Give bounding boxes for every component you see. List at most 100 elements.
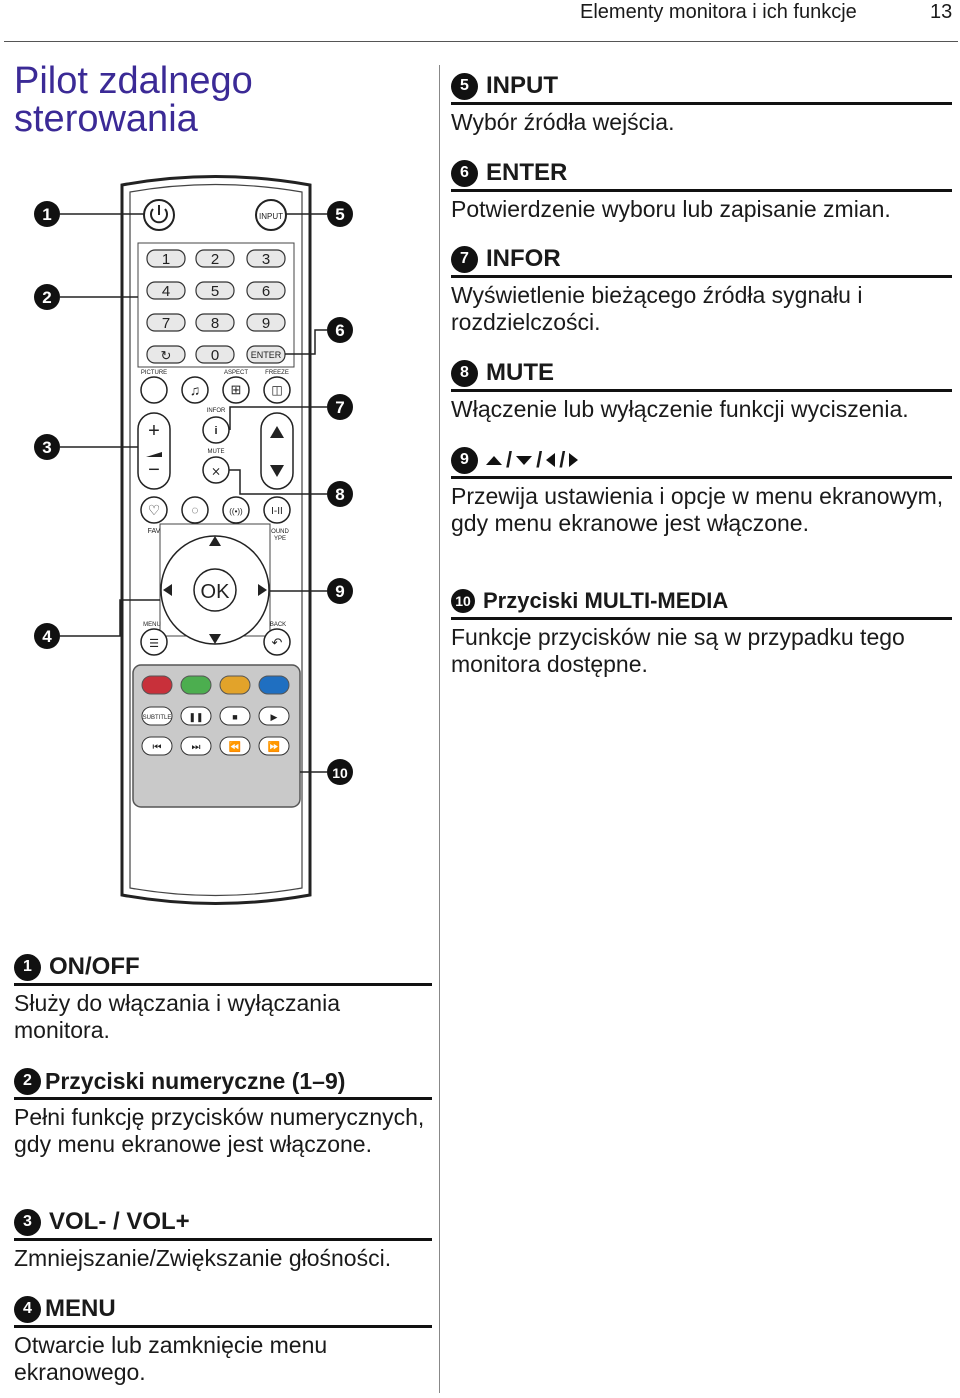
zero-button [195, 345, 235, 364]
number-button [146, 313, 186, 332]
ok-button-label: OK [201, 581, 231, 603]
sound-type-label: YPE [274, 536, 286, 542]
dpad-up-icon [209, 536, 221, 546]
section-title: INPUT [486, 72, 558, 99]
number-button [246, 313, 286, 332]
number-button [195, 281, 235, 300]
callout-badge: 5 [451, 72, 478, 100]
back-icon: ↶ [272, 635, 283, 650]
zero-button-label: 0 [211, 347, 219, 364]
up-arrow-icon [486, 455, 502, 465]
fav-label: FAV [148, 528, 161, 535]
section-rule [451, 102, 952, 105]
section-body: Służy do włączania i wyłączania monitora… [14, 990, 340, 1043]
menu-button [140, 628, 168, 656]
callout-marker [327, 759, 353, 785]
number-button [146, 281, 186, 300]
back-button [263, 628, 291, 656]
timer-icon: ◌ [191, 503, 198, 517]
rewind-icon: ⏪ [229, 740, 241, 753]
section-body: Pełni funkcję przycisków numerycznych, g… [14, 1104, 425, 1157]
section-body: Przewija ustawienia i opcje w menu ekran… [451, 483, 944, 536]
subtitle-button [141, 706, 173, 726]
section-title: MENU [45, 1295, 116, 1322]
section-rule [451, 389, 952, 392]
section-rule [14, 1325, 432, 1328]
section-rule [451, 275, 952, 278]
callout-leader-line [229, 406, 327, 430]
stop-button [219, 706, 251, 726]
yellow-button [219, 675, 251, 695]
previous-icon: ⏮ [153, 742, 162, 753]
sleep-button [181, 496, 209, 524]
subtitle-label: SUBTITLE [143, 715, 172, 721]
aspect-label: ASPECT [224, 370, 248, 376]
section-title: Przyciski MULTI-MEDIA [483, 588, 729, 613]
left-arrow-icon [546, 453, 556, 467]
picture-label: PICTURE [141, 370, 167, 376]
enter-button-label: ENTER [251, 350, 282, 360]
dpad-down-icon [209, 634, 221, 644]
mute-icon: ⨯ [211, 464, 221, 478]
stop-icon: ■ [232, 712, 237, 722]
section-title: INFOR [486, 245, 561, 272]
number-button-label: 3 [262, 251, 270, 268]
callout-marker [327, 201, 353, 227]
section-mute: 8 MUTE Włączenie lub wyłączenie funkcji w… [451, 357, 952, 423]
freeze-button [263, 376, 291, 404]
green-button [180, 675, 212, 695]
section-rule [451, 189, 952, 192]
page-title: Pilot zdalnego sterowania [14, 60, 253, 140]
callout-leader-line [229, 469, 327, 495]
fast-forward-icon: ⏩ [268, 740, 280, 753]
dpad-right-icon [258, 584, 267, 596]
number-button-label: 8 [211, 315, 219, 332]
section-body: Otwarcie lub zamknięcie menu ekranowego. [14, 1332, 328, 1385]
volume-rocker [137, 412, 171, 490]
recall-icon: ↻ [161, 348, 172, 363]
section-title: Przyciski numeryczne (1–9) [45, 1068, 346, 1094]
section-body: Potwierdzenie wyboru lub zapisanie zmian… [451, 196, 891, 222]
section-body: Włączenie lub wyłączenie funkcji wycisze… [451, 396, 909, 422]
right-arrow-icon [569, 453, 579, 467]
sound-button [263, 496, 291, 524]
chapter-title: Elementy monitora i ich funkcje [580, 1, 857, 23]
callout-number: 6 [335, 321, 344, 340]
play-button [258, 706, 290, 726]
channel-rocker [260, 412, 294, 490]
vol-minus-icon: − [148, 459, 160, 481]
callout-number: 2 [42, 288, 51, 307]
number-button [195, 313, 235, 332]
section-title: MUTE [486, 359, 554, 386]
fav-button [140, 496, 168, 524]
sound-type-label: OUND [271, 529, 289, 535]
callout-badge: 8 [451, 359, 478, 387]
arrow-keys-label: / / / [486, 445, 579, 475]
callout-number: 4 [42, 627, 52, 646]
callout-marker [327, 394, 353, 420]
pause-button [180, 706, 212, 726]
number-button [246, 249, 286, 268]
number-button-label: 6 [262, 283, 270, 300]
number-button-label: 4 [162, 283, 170, 300]
power-icon [150, 208, 168, 224]
volume-icon [146, 452, 162, 457]
callout-badge: 4 [14, 1295, 41, 1323]
callout-number: 7 [335, 398, 344, 417]
column-divider [439, 65, 440, 1393]
infor-icon: i [214, 425, 217, 437]
next-button [180, 736, 212, 756]
menu-icon: ☰ [149, 638, 159, 650]
play-icon: ▶ [271, 712, 278, 722]
picture-button [140, 376, 168, 404]
section-rule [14, 983, 432, 986]
section-rule [451, 617, 952, 620]
number-button-label: 5 [211, 283, 219, 300]
number-button-label: 1 [162, 251, 170, 268]
callout-number: 1 [42, 205, 51, 224]
rewind-button [219, 736, 251, 756]
section-body: Funkcje przycisków nie są w przypadku te… [451, 624, 905, 677]
section-title: VOL- / VOL+ [49, 1208, 190, 1235]
